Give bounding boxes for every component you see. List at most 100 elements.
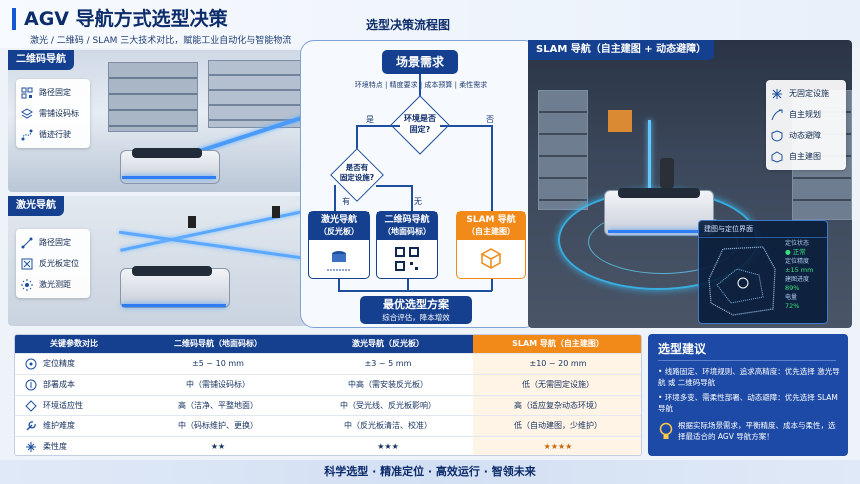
table-header-row: 关键参数对比 二维码导航（地面码标） 激光导航（反光板） SLAM 导航（自主建… <box>15 335 641 353</box>
feature-item: 自主规划 <box>770 104 842 125</box>
laser-cell: ★★★ <box>377 442 399 452</box>
feature-item: 循迹行驶 <box>20 124 86 145</box>
flow-title: 选型决策流程图 <box>366 18 451 32</box>
target-icon <box>25 358 37 370</box>
lidar-mast <box>660 158 674 188</box>
feature-item: 无固定设施 <box>770 83 842 104</box>
feature-item: 激光测距 <box>20 274 86 295</box>
slam-features-box: 无固定设施 自主规划 动态避障 自主建图 <box>766 80 846 170</box>
laser-panel-label: 激光导航 <box>8 196 64 216</box>
qr-navigation-photo <box>8 50 334 192</box>
advice-item: • 环境多变、需柔性部署、动态避障：优先选择 SLAM 导航 <box>658 393 838 413</box>
param-cell: 维护难度 <box>43 421 75 431</box>
laser-cell: 中高（需安装反光板） <box>348 379 428 389</box>
map-stats: 定位状态 ● 正常 定位精度 ±15 mm 建图进度 89% 电量 72% <box>785 239 827 311</box>
page-subtitle: 激光 / 二维码 / SLAM 三大技术对比，赋能工业自动化与智能物流 <box>30 36 292 46</box>
slam-cell: ★★★★ <box>543 442 573 452</box>
table-row: 柔性度★★★★★★★★★ <box>15 436 641 455</box>
footer: 科学选型 · 精准定位 · 高效运行 · 智领未来 <box>0 460 860 484</box>
comparison-table: 关键参数对比 二维码导航（地面码标） 激光导航（反光板） SLAM 导航（自主建… <box>14 334 642 456</box>
flow-option-slam: SLAM 导航 （自主建图） <box>456 211 526 279</box>
advice-text: 线路固定、环境规则、追求高精度：优先选择 激光导航 或 二维码导航 <box>658 367 840 387</box>
feature-text: 动态避障 <box>789 131 821 140</box>
header-cell: 关键参数对比 <box>15 335 133 353</box>
flow-q1: 环境是否 固定? <box>404 114 436 134</box>
option-title: SLAM 导航 <box>466 215 516 225</box>
table-row: 维护难度中（码标维护、更换）中（反光板清洁、校准）低（自动建图，少维护） <box>15 415 641 436</box>
coin-icon <box>25 379 37 391</box>
param-cell: 环境适应性 <box>43 400 83 410</box>
feature-item: 需铺设码标 <box>20 103 86 124</box>
feature-text: 自主规划 <box>789 110 821 119</box>
feature-item: 路径固定 <box>20 232 86 253</box>
flow-start: 场景需求 <box>382 50 458 74</box>
advice-title: 选型建议 <box>658 342 707 356</box>
header-cell: 激光导航（反光板） <box>303 335 473 353</box>
wrench-icon <box>25 420 37 432</box>
slam-panel-label: SLAM 导航（自主建图 + 动态避障） <box>528 40 715 60</box>
advice-tip: 根据实际场景需求，平衡精度、成本与柔性，选择最适合的 AGV 导航方案！ <box>678 421 836 441</box>
layers-icon <box>20 107 34 121</box>
reflector-icon <box>20 257 34 271</box>
flow-option-qr: 二维码导航 （地面码标） <box>376 211 438 279</box>
qr-cell: 中（码标维护、更换） <box>178 421 258 431</box>
advice-text: 环境多变、需柔性部署、动态避障：优先选择 SLAM 导航 <box>658 393 838 413</box>
option-title: 激光导航 <box>320 215 357 225</box>
slam-cell: 低（无需固定设施） <box>522 379 594 389</box>
qr-code-icon <box>395 247 419 271</box>
slam-cell: ±10 ~ 20 mm <box>529 359 587 368</box>
no-facility-icon <box>770 87 784 101</box>
feature-text: 自主建图 <box>789 152 821 161</box>
param-cell: 部署成本 <box>43 379 75 389</box>
table-row: 定位精度±5 ~ 10 mm±3 ~ 5 mm±10 ~ 20 mm <box>15 353 641 374</box>
environment-icon <box>25 399 37 412</box>
stat-label: 定位精度 <box>785 258 810 265</box>
option-subtitle: （自主建图） <box>467 227 515 236</box>
stat-label: 定位状态 <box>785 240 810 247</box>
obstacle-icon <box>770 129 784 143</box>
laser-features-box: 路径固定 反光板定位 激光测距 <box>16 229 90 298</box>
feature-text: 需铺设码标 <box>39 109 79 118</box>
advice-panel: 选型建议 • 线路固定、环境规则、追求高精度：优先选择 激光导航 或 二维码导航… <box>648 334 848 456</box>
qr-code-icon <box>20 86 34 100</box>
cube-map-icon <box>480 248 502 269</box>
feature-text: 激光测距 <box>39 280 71 289</box>
feature-text: 路径固定 <box>39 88 71 97</box>
flow-q1-no: 否 <box>486 115 494 124</box>
advice-item: • 线路固定、环境规则、追求高精度：优先选择 激光导航 或 二维码导航 <box>658 367 840 387</box>
flexibility-icon <box>25 441 37 453</box>
flow-q2-yes: 有 <box>342 197 350 206</box>
qr-cell: ★★ <box>210 442 226 452</box>
qr-panel-label: 二维码导航 <box>8 50 74 70</box>
flow-start-note: 环境特点 | 精度要求 | 成本预算 | 柔性需求 <box>354 81 488 89</box>
end-note: 综合评估，降本增效 <box>382 313 450 322</box>
stat-value: 72% <box>785 302 800 310</box>
end-title: 最优选型方案 <box>383 298 449 311</box>
flow-end: 最优选型方案 综合评估，降本增效 <box>360 296 472 324</box>
map-window: 建图与定位界面 定位状态 ● 正常 定位精度 ±15 mm 建图进度 89% 电… <box>698 220 828 324</box>
qr-cell: 高（洁净、平整地面） <box>178 400 258 410</box>
option-title: 二维码导航 <box>384 215 430 225</box>
laser-cell: ±3 ~ 5 mm <box>364 359 412 368</box>
param-cell: 定位精度 <box>43 359 75 368</box>
flow-q1-yes: 是 <box>366 115 374 124</box>
stat-label: 电量 <box>785 294 798 301</box>
slam-cell: 低（自动建图，少维护） <box>514 421 602 431</box>
route-icon <box>20 236 34 250</box>
option-subtitle: （反光板） <box>319 227 359 236</box>
plan-icon <box>770 108 784 122</box>
flow-q2-no: 无 <box>414 197 422 206</box>
qr-cell: 中（需铺设码标） <box>186 379 250 389</box>
title-accent-bar <box>12 8 16 30</box>
stat-value: 89% <box>785 284 800 292</box>
laser-icon <box>20 278 34 292</box>
option-subtitle: （地面码标） <box>383 227 431 236</box>
feature-item: 自主建图 <box>770 146 842 167</box>
feature-item: 动态避障 <box>770 125 842 146</box>
header-cell: SLAM 导航（自主建图） <box>473 335 641 353</box>
flow-option-laser: 激光导航 （反光板） <box>308 211 370 279</box>
table-row: 环境适应性高（洁净、平整地面）中（受光线、反光板影响）高（适应复杂动态环境） <box>15 394 641 416</box>
reflector-plate <box>272 206 280 218</box>
lightbulb-icon <box>658 422 674 442</box>
slam-cell: 高（适应复杂动态环境） <box>514 400 602 410</box>
